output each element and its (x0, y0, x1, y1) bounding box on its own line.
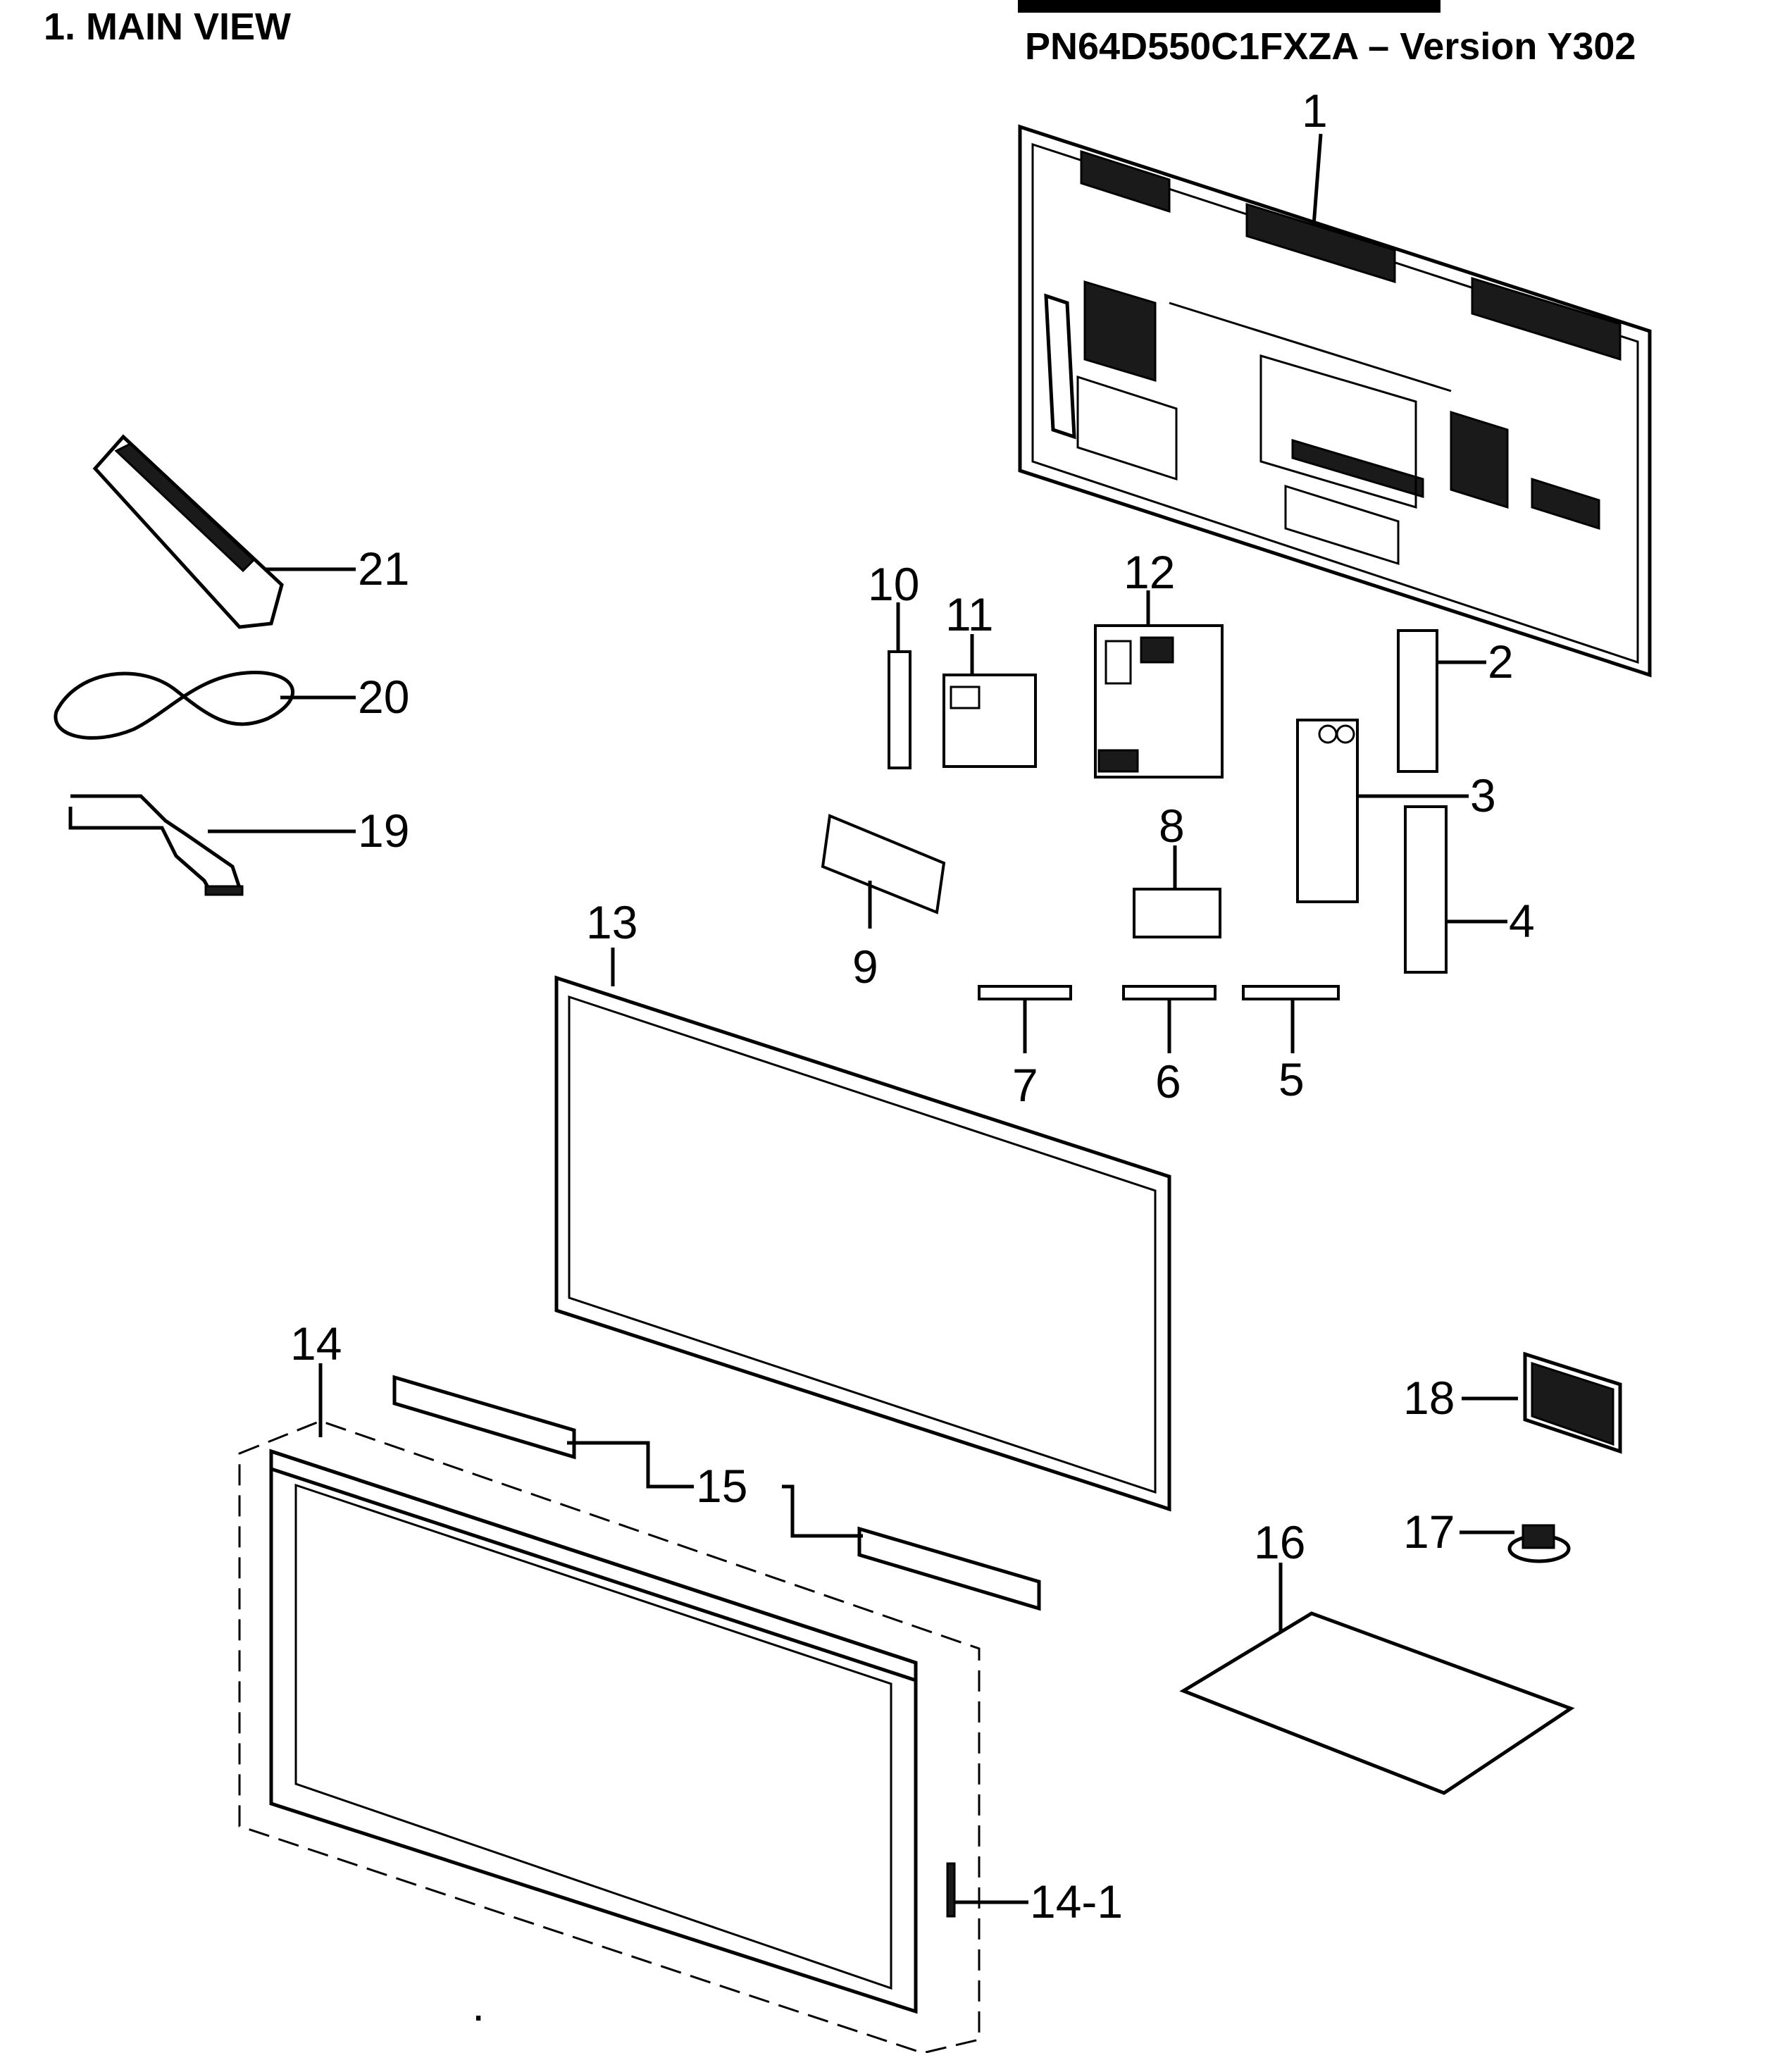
part-front-bezel (238, 1363, 981, 2053)
part-main-board (1094, 590, 1224, 779)
part-board-11 (942, 634, 1037, 768)
callout-16: 16 (1254, 1516, 1305, 1568)
part-board-2 (1397, 629, 1486, 773)
part-board-10 (888, 602, 911, 769)
section-title: 1. MAIN VIEW (44, 6, 291, 48)
callout-17: 17 (1403, 1506, 1455, 1558)
part-board-9 (821, 814, 946, 929)
part-remote-control (92, 434, 356, 629)
part-board-3 (1296, 719, 1469, 903)
callout-2: 2 (1488, 635, 1514, 688)
callout-19: 19 (358, 805, 409, 857)
part-board-7 (978, 985, 1072, 1053)
header-bar (1018, 0, 1441, 13)
callout-21: 21 (358, 542, 409, 595)
part-board-6 (1122, 985, 1217, 1053)
callout-14-1: 14-1 (1030, 1875, 1123, 1928)
part-rear-cover (1018, 124, 1652, 678)
callout-20: 20 (358, 671, 409, 723)
callout-3: 3 (1470, 769, 1496, 821)
part-stand-screw (1460, 1524, 1571, 1563)
part-board-5 (1242, 985, 1340, 1053)
part-ribbon-cable (68, 794, 356, 896)
callout-15: 15 (696, 1460, 747, 1512)
callout-6: 6 (1155, 1055, 1181, 1108)
callout-11: 11 (945, 588, 994, 640)
callout-1: 1 (1302, 85, 1328, 137)
callout-14: 14 (290, 1317, 342, 1370)
part-stand-base (1179, 1563, 1575, 1795)
part-board-4 (1404, 805, 1507, 974)
callout-5: 5 (1278, 1053, 1305, 1105)
part-stand-bracket (1462, 1351, 1622, 1454)
callout-12: 12 (1124, 546, 1175, 598)
callout-10: 10 (868, 558, 919, 610)
part-logo-14-1 (946, 1862, 1028, 1918)
part-speakers (392, 1375, 1041, 1611)
part-board-8 (1133, 845, 1221, 938)
callout-8: 8 (1159, 800, 1185, 852)
part-power-cord (54, 671, 356, 740)
leader-15b (782, 1484, 863, 1538)
stray-mark: . (472, 1978, 485, 2030)
callout-4: 4 (1509, 895, 1535, 947)
callout-9: 9 (852, 941, 878, 993)
leader-15a (567, 1441, 694, 1489)
callout-18: 18 (1403, 1372, 1455, 1424)
callout-13: 13 (586, 896, 637, 948)
leader-1 (1312, 133, 1323, 226)
part-display-panel (554, 948, 1171, 1512)
callout-7: 7 (1012, 1059, 1038, 1111)
model-title: PN64D550C1FXZA – Version Y302 (1025, 25, 1636, 68)
